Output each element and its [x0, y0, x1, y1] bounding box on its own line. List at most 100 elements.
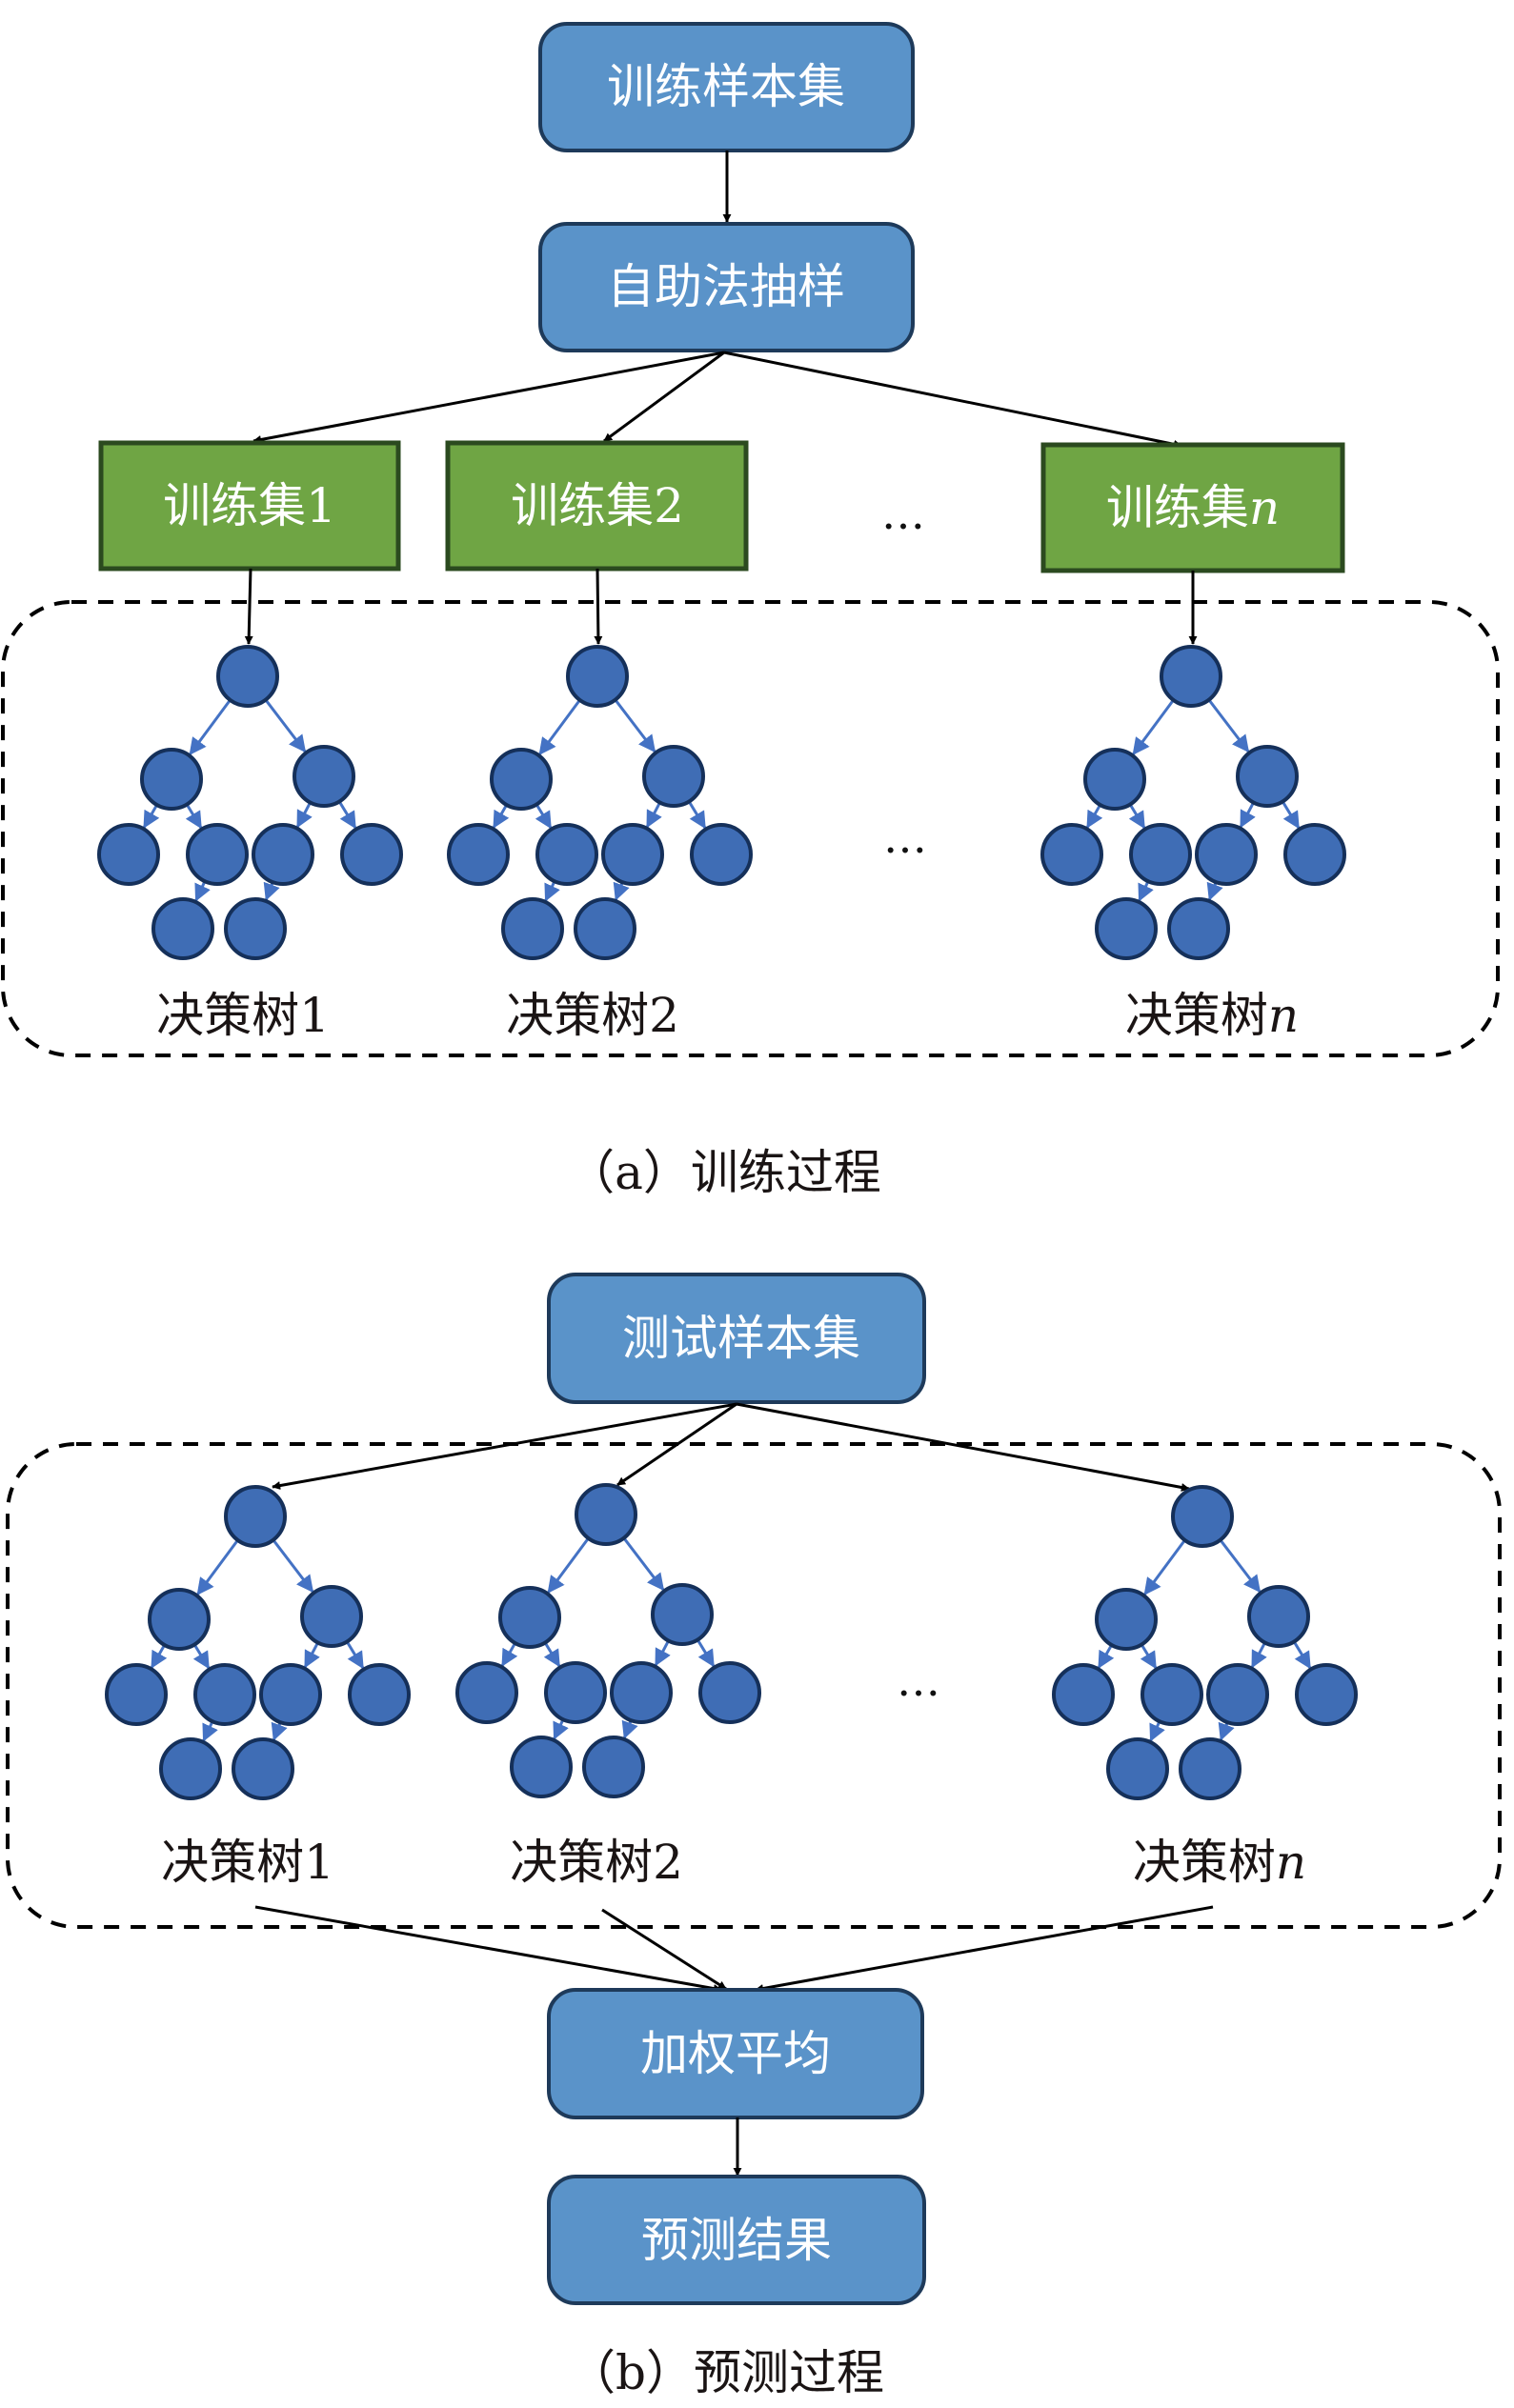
- tree-edge-arrow: [1086, 804, 1103, 829]
- tree-node-l1a: [1083, 748, 1146, 811]
- arrow-tree-n-to-aggregate: [755, 1905, 1214, 1993]
- prediction-tree-ellipsis: …: [897, 1655, 940, 1706]
- tree-node-l3a: [1095, 897, 1158, 960]
- tree-edge-arrow: [303, 1641, 320, 1669]
- prediction-result-label: 预测结果: [641, 2213, 832, 2268]
- tree-node-l1b: [651, 1583, 714, 1646]
- tree-edge-arrow: [1138, 880, 1154, 902]
- tree-node-l3b: [1179, 1737, 1241, 1800]
- tree-edge-arrow: [493, 804, 510, 829]
- tree-edge-arrow: [345, 1640, 365, 1670]
- tree-edge-arrow: [501, 1642, 518, 1667]
- tree-node-l1b: [1236, 745, 1299, 808]
- tree-node-l1b: [300, 1585, 363, 1648]
- bootstrap-sampling-box: 自助法抽样: [538, 222, 915, 352]
- tree-node-l3b: [232, 1737, 294, 1800]
- tree-edge-arrow: [1098, 1644, 1115, 1669]
- arrow-bootstrap-to-set-n: [723, 351, 1182, 449]
- training-tree-2: [447, 645, 753, 960]
- tree-edge-arrow: [272, 1538, 314, 1594]
- tree-node-l1a: [1095, 1588, 1158, 1651]
- tree-edge-arrow: [194, 880, 211, 902]
- training-set-1-label: 训练集1: [163, 478, 336, 533]
- tree-node-l2d: [348, 1663, 411, 1726]
- arrow-test-to-tree-2: [616, 1402, 737, 1487]
- prediction-tree-n-label: 决策树n: [1133, 1835, 1306, 1890]
- tree-node-l2c: [252, 823, 314, 886]
- tree-node-l2b: [186, 823, 249, 886]
- tree-node-l3a: [510, 1736, 573, 1798]
- tree-node-l2d: [698, 1661, 761, 1724]
- prediction-caption: （b）预测过程: [568, 2345, 884, 2400]
- tree-edge-arrow: [1128, 803, 1146, 830]
- tree-edge-arrow: [538, 699, 581, 755]
- training-process: 训练样本集 自助法抽样 训练集1 训练集2 … 训练集n: [1, 22, 1500, 1200]
- training-tree-ellipsis: …: [883, 812, 927, 863]
- tree-node-l1a: [498, 1586, 561, 1649]
- tree-node-l1a: [148, 1588, 211, 1651]
- tree-node-l2c: [1195, 823, 1258, 886]
- tree-node-l2d: [340, 823, 403, 886]
- weighted-average-box: 加权平均: [547, 1988, 924, 2119]
- bootstrap-sampling-label: 自助法抽样: [607, 259, 845, 314]
- tree-node-l2d: [690, 823, 753, 886]
- tree-node-root: [575, 1483, 637, 1546]
- tree-node-l2b: [544, 1661, 607, 1724]
- tree-node-l1a: [490, 748, 553, 811]
- tree-node-root: [216, 645, 279, 708]
- tree-node-l2b: [535, 823, 598, 886]
- tree-edge-arrow: [1219, 1538, 1262, 1594]
- tree-node-l3a: [501, 897, 564, 960]
- tree-node-root: [1171, 1485, 1234, 1548]
- tree-edge-arrow: [1149, 1720, 1165, 1742]
- tree-node-l2b: [1129, 823, 1192, 886]
- arrow-test-to-tree-1: [272, 1402, 737, 1491]
- prediction-tree-2-label: 决策树2: [510, 1835, 683, 1890]
- tree-node-l3a: [1106, 1737, 1169, 1800]
- test-sample-set-label: 测试样本集: [622, 1311, 860, 1366]
- tree-edge-arrow: [263, 881, 280, 901]
- training-set-n-label: 训练集n: [1106, 480, 1280, 535]
- tree-node-l2b: [193, 1663, 256, 1726]
- tree-node-root: [566, 645, 629, 708]
- weighted-average-label: 加权平均: [640, 2026, 831, 2081]
- tree-edge-arrow: [295, 801, 313, 829]
- tree-node-l2d: [1283, 823, 1346, 886]
- tree-edge-arrow: [1292, 1640, 1312, 1670]
- training-set-2-label: 训练集2: [511, 478, 684, 533]
- tree-edge-arrow: [621, 1719, 638, 1739]
- tree-node-l2a: [455, 1661, 518, 1724]
- tree-edge-arrow: [553, 1718, 569, 1740]
- training-tree-n: [1040, 645, 1346, 960]
- tree-edge-arrow: [1207, 698, 1250, 753]
- tree-edge-arrow: [614, 698, 656, 753]
- arrow-bootstrap-to-set-1: [252, 351, 725, 444]
- tree-edge-arrow: [622, 1536, 665, 1592]
- tree-edge-arrow: [547, 1537, 590, 1594]
- test-sample-set-box: 测试样本集: [547, 1273, 926, 1404]
- tree-edge-arrow: [337, 800, 357, 830]
- tree-edge-arrow: [654, 1639, 671, 1667]
- prediction-forest-container: [6, 1442, 1502, 1929]
- tree-node-root: [224, 1485, 287, 1548]
- tree-node-l1b: [293, 745, 355, 808]
- arrow-tree-1-to-aggregate: [254, 1905, 722, 1994]
- tree-edge-arrow: [202, 1720, 218, 1742]
- tree-edge-arrow: [189, 699, 232, 755]
- tree-node-l2a: [1052, 1663, 1115, 1726]
- tree-edge-arrow: [1281, 800, 1301, 830]
- training-forest-container: [1, 600, 1500, 1057]
- training-tree-n-label: 决策树n: [1125, 988, 1299, 1043]
- tree-edge-arrow: [687, 800, 707, 830]
- tree-node-l2c: [259, 1663, 322, 1726]
- tree-node-l3b: [224, 897, 287, 960]
- training-set-n-box: 训练集n: [1040, 442, 1345, 573]
- tree-edge-arrow: [535, 803, 553, 830]
- tree-edge-arrow: [1218, 1721, 1235, 1741]
- tree-node-l2a: [105, 1663, 168, 1726]
- tree-node-l3b: [1167, 897, 1230, 960]
- prediction-process: 测试样本集 … 决策树1 决策树2 决策树n 加权平均 预测结果 （b）预测过程: [6, 1273, 1502, 2400]
- tree-node-l1b: [1247, 1585, 1310, 1648]
- tree-edge-arrow: [1206, 881, 1223, 901]
